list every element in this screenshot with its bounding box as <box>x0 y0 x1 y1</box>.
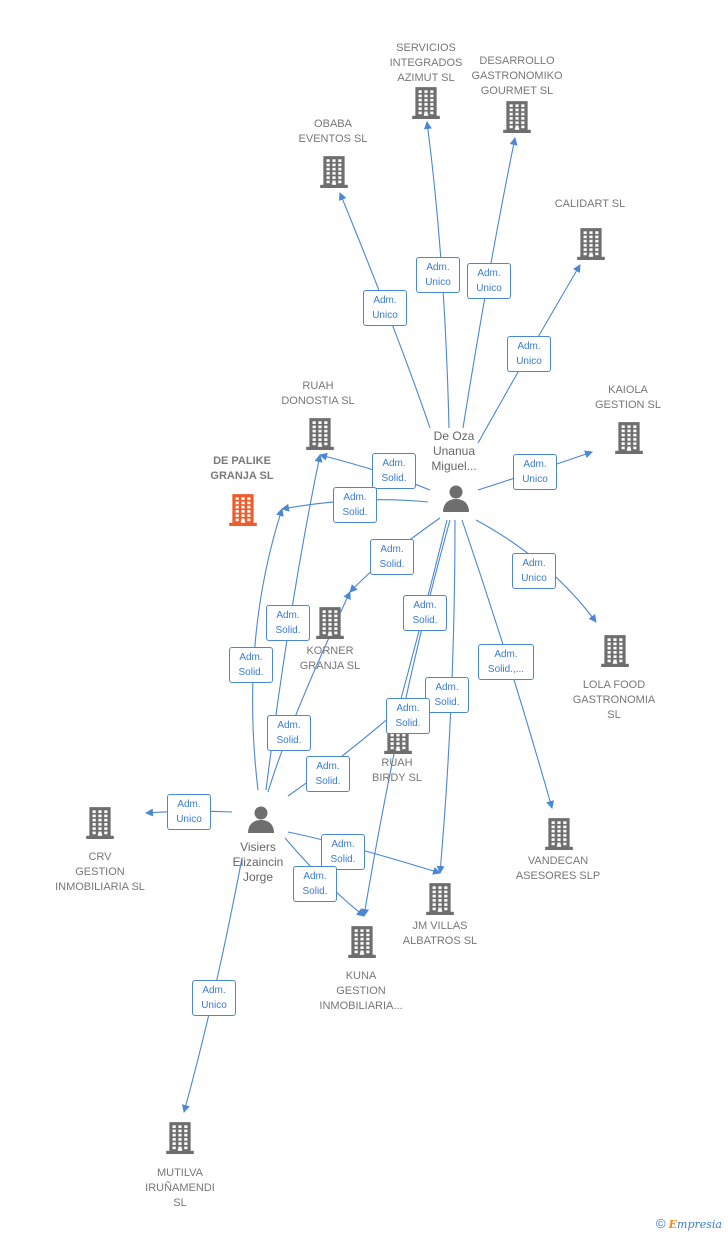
company-label-wrap: KAIOLA GESTION SL <box>558 383 698 413</box>
role-badge[interactable]: Adm. Solid. <box>306 756 350 792</box>
role-badge[interactable]: Adm. Unico <box>363 290 407 326</box>
role-badge[interactable]: Adm. Solid. <box>372 453 416 489</box>
person-label[interactable]: De Oza Unanua Miguel... <box>431 429 477 473</box>
role-badge[interactable]: Adm. Unico <box>467 263 511 299</box>
company-label[interactable]: RUAH BIRDY SL <box>372 757 422 784</box>
role-badge[interactable]: Adm. Unico <box>192 980 236 1016</box>
role-badge[interactable]: Adm. Unico <box>507 336 551 372</box>
brand-name: mpresia <box>677 1218 722 1231</box>
company-label[interactable]: SERVICIOS INTEGRADOS AZIMUT SL <box>389 42 463 84</box>
person-node-p2[interactable] <box>246 804 276 834</box>
role-badge[interactable]: Adm. Solid. <box>229 647 273 683</box>
copyright-mark: © <box>655 1216 666 1231</box>
company-node-obaba[interactable] <box>317 154 351 188</box>
role-badge[interactable]: Adm. Solid. <box>403 595 447 631</box>
building-icon <box>86 807 114 839</box>
role-badge[interactable]: Adm. Solid. <box>370 539 414 575</box>
role-badge[interactable]: Adm. Solid. <box>321 834 365 870</box>
relation-edge-r15 <box>252 508 284 791</box>
building-icon <box>166 1122 194 1154</box>
company-label[interactable]: DESARROLLO GASTRONOMIKO GOURMET SL <box>471 55 563 97</box>
company-label[interactable]: CALIDART SL <box>554 198 626 210</box>
person-icon <box>248 806 274 833</box>
company-label-wrap: OBABA EVENTOS SL <box>263 117 403 147</box>
company-label[interactable]: OBABA EVENTOS SL <box>298 118 368 145</box>
role-badge[interactable]: Adm. Unico <box>167 794 211 830</box>
company-label-wrap: CRV GESTION INMOBILIARIA SL <box>30 850 170 895</box>
company-label-wrap: MUTILVA IRUÑAMENDI SL <box>110 1166 250 1211</box>
role-badge[interactable]: Adm. Solid. <box>267 715 311 751</box>
role-badge[interactable]: Adm. Solid. <box>425 677 469 713</box>
company-label-wrap: KORNER GRANJA SL <box>260 644 400 674</box>
company-node-kaiola[interactable] <box>612 420 646 454</box>
company-label-wrap: DESARROLLO GASTRONOMIKO GOURMET SL <box>447 54 587 99</box>
company-label-wrap: KUNA GESTION INMOBILIARIA... <box>291 969 431 1014</box>
company-node-kuna[interactable] <box>345 924 379 958</box>
company-label[interactable]: LOLA FOOD GASTRONOMIA SL <box>572 679 656 721</box>
person-icon <box>443 485 469 512</box>
building-icon <box>306 418 334 450</box>
company-node-jm-villas[interactable] <box>423 881 457 915</box>
company-node-ruah-donostia[interactable] <box>303 416 337 450</box>
building-icon <box>577 228 605 260</box>
company-label[interactable]: KUNA GESTION INMOBILIARIA... <box>319 970 403 1012</box>
building-icon <box>615 422 643 454</box>
building-icon <box>426 883 454 915</box>
company-node-vandecan[interactable] <box>542 816 576 850</box>
company-label-wrap: VANDECAN ASESORES SLP <box>488 854 628 884</box>
company-node-servicios[interactable] <box>409 85 443 119</box>
role-badge[interactable]: Adm. Unico <box>512 553 556 589</box>
role-badge[interactable]: Adm. Solid. <box>266 605 310 641</box>
role-badge[interactable]: Adm. Solid.,... <box>478 644 534 680</box>
company-label[interactable]: JM VILLAS ALBATROS SL <box>402 920 478 947</box>
role-badge[interactable]: Adm. Solid. <box>333 487 377 523</box>
company-label-wrap: JM VILLAS ALBATROS SL <box>370 919 510 949</box>
company-label-wrap: DE PALIKE GRANJA SL <box>172 454 312 484</box>
role-badge[interactable]: Adm. Unico <box>513 454 557 490</box>
company-node-de-palike[interactable] <box>226 492 260 526</box>
brand-logo: © Empresia <box>656 1216 722 1231</box>
person-node-p1[interactable] <box>441 483 471 513</box>
company-node-calidart[interactable] <box>574 226 608 260</box>
role-badge[interactable]: Adm. Unico <box>416 257 460 293</box>
company-node-mutilva[interactable] <box>163 1120 197 1154</box>
company-node-korner[interactable] <box>313 605 347 639</box>
company-label[interactable]: DE PALIKE GRANJA SL <box>210 455 274 482</box>
person-label[interactable]: Visiers Elizaincin Jorge <box>232 840 284 884</box>
company-node-desarrollo[interactable] <box>500 99 534 133</box>
company-label-wrap: LOLA FOOD GASTRONOMIA SL <box>544 678 684 723</box>
building-icon <box>412 87 440 119</box>
company-label[interactable]: RUAH DONOSTIA SL <box>281 380 355 407</box>
role-badge[interactable]: Adm. Solid. <box>386 698 430 734</box>
company-label-wrap: RUAH BIRDY SL <box>327 756 467 786</box>
building-icon <box>503 101 531 133</box>
company-label[interactable]: KORNER GRANJA SL <box>299 645 361 672</box>
building-icon <box>320 156 348 188</box>
person-label-wrap: Visiers Elizaincin Jorge <box>208 840 308 885</box>
company-label-wrap: CALIDART SL <box>520 197 660 212</box>
company-label[interactable]: MUTILVA IRUÑAMENDI SL <box>145 1167 215 1209</box>
building-icon <box>601 635 629 667</box>
company-label[interactable]: KAIOLA GESTION SL <box>594 384 662 411</box>
brand-initial: E <box>668 1218 678 1231</box>
building-icon <box>348 926 376 958</box>
company-label[interactable]: VANDECAN ASESORES SLP <box>515 855 601 882</box>
building-icon <box>229 494 257 526</box>
building-icon <box>316 607 344 639</box>
person-label-wrap: De Oza Unanua Miguel... <box>404 429 504 474</box>
building-icon <box>545 818 573 850</box>
company-node-lola[interactable] <box>598 633 632 667</box>
role-badge[interactable]: Adm. Solid. <box>293 866 337 902</box>
company-label-wrap: SERVICIOS INTEGRADOS AZIMUT SL <box>356 41 496 86</box>
company-node-crv[interactable] <box>83 805 117 839</box>
company-label[interactable]: CRV GESTION INMOBILIARIA SL <box>55 851 145 893</box>
company-label-wrap: RUAH DONOSTIA SL <box>248 379 388 409</box>
